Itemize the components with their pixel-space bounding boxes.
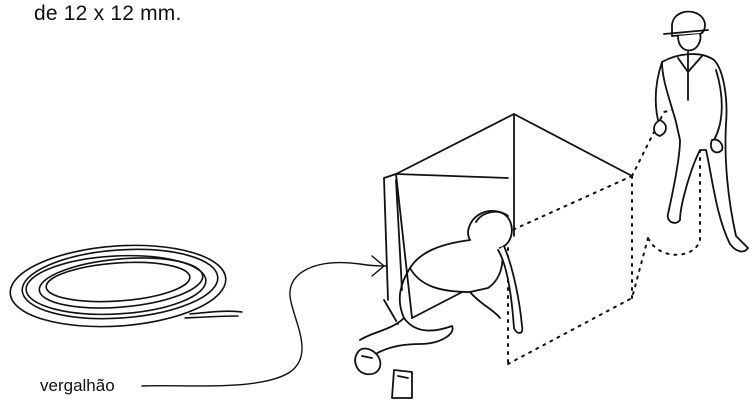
formwork-dotted-outline (508, 106, 700, 364)
leader-line (142, 256, 386, 386)
rebar-coil (7, 239, 242, 334)
